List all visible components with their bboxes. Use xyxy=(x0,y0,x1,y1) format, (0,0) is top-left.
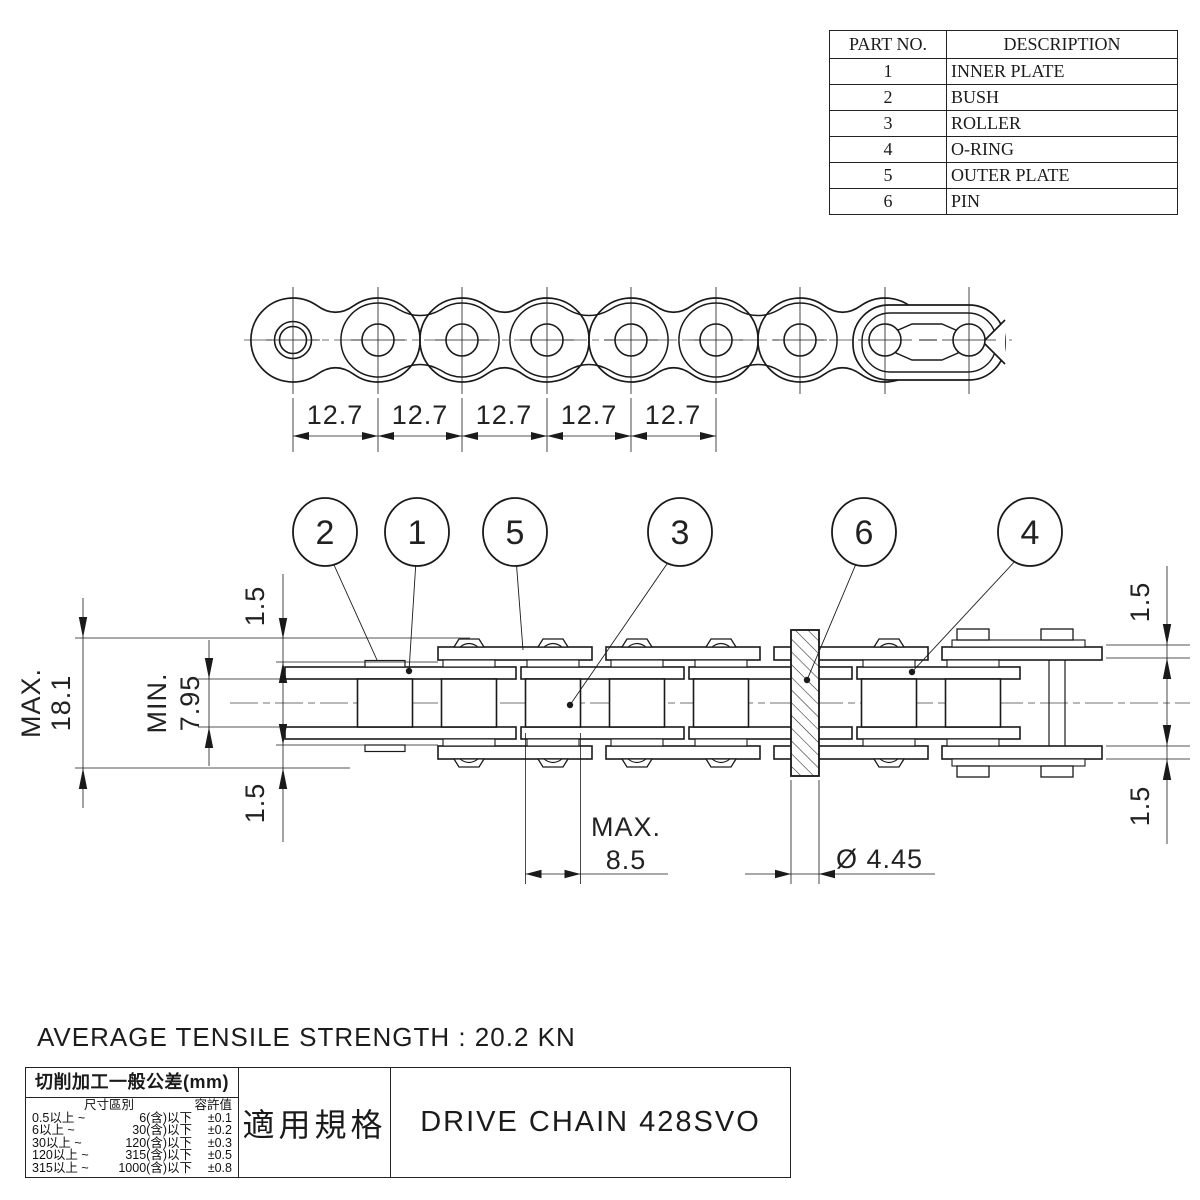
pitch-label: 12.7 xyxy=(392,400,449,430)
master-link-section xyxy=(951,628,1086,778)
balloon-6 xyxy=(831,497,897,567)
balloon-leaders xyxy=(324,544,1031,706)
dimension-arrows xyxy=(293,432,716,440)
tolerance-row: 30以上 ~ 120(含)以下 ±0.3 xyxy=(32,1137,232,1150)
dim-overall-max-label: MAX. xyxy=(16,668,46,738)
tolerance-row: 0.5以上 ~ 6(含)以下 ±0.1 xyxy=(32,1110,232,1125)
spec-table: 切削加工一般公差(mm) 尺寸區別 容許值 0.5以上 ~ 6(含)以下 ±0.… xyxy=(25,1067,791,1178)
tolerance-cell: 切削加工一般公差(mm) 尺寸區別 容許值 0.5以上 ~ 6(含)以下 ±0.… xyxy=(26,1068,239,1177)
dim-roller-max-label: MAX. xyxy=(591,812,661,842)
range-from: 30以上 ~ xyxy=(32,1135,82,1150)
balloon-5 xyxy=(482,497,548,567)
range-from: 315以上 ~ xyxy=(32,1160,89,1175)
part-no: 1 xyxy=(829,58,947,85)
dim-plate-thickness: 1.5 xyxy=(1125,786,1155,827)
tolerance-title: 切削加工一般公差(mm) xyxy=(26,1068,238,1098)
chain-side-view xyxy=(244,287,1012,394)
balloon-number: 4 xyxy=(1021,514,1040,552)
part-desc: INNER PLATE xyxy=(946,58,1178,85)
balloon-4 xyxy=(997,497,1063,567)
tensile-strength-note: AVERAGE TENSILE STRENGTH : 20.2 KN xyxy=(37,1022,576,1052)
chain-model: DRIVE CHAIN 428SVO xyxy=(420,1106,761,1138)
range-from: 0.5以上 ~ xyxy=(32,1110,86,1125)
part-balloons: 2 1 5 3 6 4 xyxy=(292,497,1063,709)
part-desc: ROLLER xyxy=(946,110,1178,137)
part-no: 6 xyxy=(829,188,947,215)
dim-plate-thickness: 1.5 xyxy=(240,783,270,824)
balloon-2 xyxy=(292,497,358,567)
parts-table-header: PART NO. DESCRIPTION xyxy=(829,30,1178,59)
col-description: DESCRIPTION xyxy=(946,30,1178,59)
range-from: 120以上 ~ xyxy=(32,1148,89,1163)
dim-roller-max-value: 8.5 xyxy=(606,845,647,875)
part-desc: PIN xyxy=(946,188,1178,215)
tolerance-header: 尺寸區別 容許值 xyxy=(32,1099,232,1112)
range-to: 315(含)以下 xyxy=(125,1148,192,1163)
balloon-number: 1 xyxy=(408,514,427,552)
col-part-no: PART NO. xyxy=(829,30,947,59)
dim-plate-thickness: 1.5 xyxy=(1125,582,1155,623)
dim-overall-max-value: 18.1 xyxy=(46,675,76,732)
balloon-number: 3 xyxy=(671,514,690,552)
o-rings xyxy=(442,659,1000,747)
chain-section-view xyxy=(230,628,1190,778)
pitch-label: 12.7 xyxy=(476,400,533,430)
balloon-3 xyxy=(647,497,713,567)
rollers xyxy=(356,678,1002,728)
spring-clip xyxy=(895,323,959,361)
tolerance-value: ±0.3 xyxy=(207,1135,232,1150)
dim-inner-min-value: 7.95 xyxy=(175,675,205,732)
tolerance-row: 120以上 ~ 315(含)以下 ±0.5 xyxy=(32,1149,232,1162)
pitch-label: 12.7 xyxy=(561,400,618,430)
part-desc: OUTER PLATE xyxy=(946,162,1178,189)
range-header: 尺寸區別 xyxy=(83,1098,134,1112)
tolerance-value: ±0.2 xyxy=(207,1123,232,1138)
part-no: 4 xyxy=(829,136,947,163)
range-to: 120(含)以下 xyxy=(125,1135,192,1150)
range-to: 6(含)以下 xyxy=(139,1110,192,1125)
dim-pin-diameter: Ø 4.45 xyxy=(836,844,923,874)
tolerance-value: ±0.1 xyxy=(207,1110,232,1125)
balloon-number: 5 xyxy=(506,514,525,552)
balloon-number: 2 xyxy=(316,514,335,552)
dim-inner-min-label: MIN. xyxy=(142,673,172,734)
part-desc: O-RING xyxy=(946,136,1178,163)
section-dimensions: MAX. 18.1 MIN. 7.95 1.5 1.5 1.5 1.5 MAX.… xyxy=(16,566,1190,884)
pitch-dimension: 12.7 12.7 12.7 12.7 12.7 xyxy=(292,398,717,452)
part-no: 2 xyxy=(829,84,947,111)
tolerance-row: 315以上 ~ 1000(含)以下 ±0.8 xyxy=(32,1162,232,1175)
sectioned-pin xyxy=(790,629,820,777)
balloon-number: 6 xyxy=(855,514,874,552)
pin-heads xyxy=(452,638,906,768)
center-marks xyxy=(266,287,996,394)
part-no: 5 xyxy=(829,162,947,189)
part-desc: BUSH xyxy=(946,84,1178,111)
value-header: 容許值 xyxy=(194,1098,232,1112)
range-to: 30(含)以下 xyxy=(132,1123,192,1138)
part-no: 3 xyxy=(829,110,947,137)
range-from: 6以上 ~ xyxy=(32,1123,75,1138)
tolerance-value: ±0.5 xyxy=(207,1148,232,1163)
dimension-arrows xyxy=(78,617,1172,879)
balloon-1 xyxy=(384,497,450,567)
tolerance-value: ±0.8 xyxy=(207,1160,232,1175)
tolerance-row: 6以上 ~ 30(含)以下 ±0.2 xyxy=(32,1124,232,1137)
range-to: 1000(含)以下 xyxy=(118,1160,192,1175)
dim-plate-thickness: 1.5 xyxy=(240,586,270,627)
applicable-standard-label: 適用規格 xyxy=(239,1068,391,1177)
leader-dots xyxy=(405,667,916,709)
pitch-label: 12.7 xyxy=(645,400,702,430)
pitch-label: 12.7 xyxy=(307,400,364,430)
tolerance-body: 尺寸區別 容許值 0.5以上 ~ 6(含)以下 ±0.1 6以上 ~ 30(含)… xyxy=(26,1098,238,1177)
